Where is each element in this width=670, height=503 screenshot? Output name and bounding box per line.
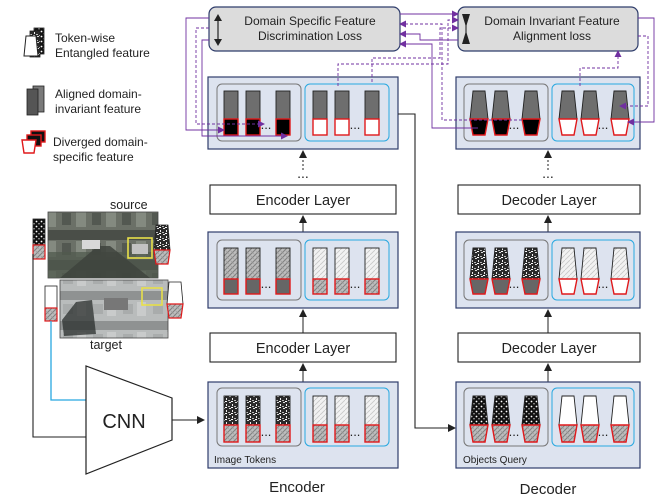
legend-aligned-icon bbox=[26, 85, 45, 116]
decoder-bottom-left-token bbox=[469, 395, 489, 443]
encoder-layer-1: Encoder Layer bbox=[209, 332, 397, 363]
decoder-layer-1-label: Decoder Layer bbox=[501, 341, 596, 357]
encoder-mid-right-token bbox=[364, 247, 380, 295]
decoder-layer-2: Decoder Layer bbox=[457, 184, 641, 215]
encoder-mid-right-token bbox=[334, 247, 350, 295]
decoder-mid-right-token bbox=[558, 247, 578, 295]
decoder-mid-panel: ...... bbox=[455, 231, 641, 309]
decoder-top-left-token bbox=[521, 90, 541, 136]
legend-diverged-icon bbox=[21, 130, 46, 154]
legend-entangled-icon bbox=[23, 27, 45, 58]
encoder-bottom-left-token bbox=[223, 395, 239, 443]
decoder-mid-left-token bbox=[491, 247, 511, 295]
decoder-layer-2-label: Decoder Layer bbox=[501, 193, 596, 209]
decoder-layer-1: Decoder Layer bbox=[457, 332, 641, 363]
encoder-mid-right-ellipsis: ... bbox=[350, 276, 361, 291]
encoder-top-left-token bbox=[245, 90, 261, 136]
target-token-left bbox=[44, 285, 58, 322]
target-label: target bbox=[90, 338, 122, 352]
encoder-to-decoder-arrow bbox=[398, 113, 456, 432]
decoder-bottom-left-token bbox=[491, 395, 511, 443]
decoder-bottom-right-token bbox=[610, 395, 630, 443]
encoder-mid-panel: ...... bbox=[207, 231, 399, 309]
source-image bbox=[47, 211, 159, 279]
decoder-top-right-token bbox=[580, 90, 600, 136]
source-token-left bbox=[32, 218, 46, 260]
decoder-bottom-right-token bbox=[580, 395, 600, 443]
encoder-layer-1-label: Encoder Layer bbox=[256, 341, 350, 357]
encoder-top-left-token bbox=[275, 90, 291, 136]
decoder-mid-right-token bbox=[610, 247, 630, 295]
decoder-top-right-token bbox=[610, 90, 630, 136]
encoder-top-right-ellipsis: ... bbox=[350, 117, 361, 132]
legend-diverged-label: Diverged domain-specific feature bbox=[53, 135, 148, 164]
decoder-title: Decoder bbox=[520, 481, 577, 498]
decoder-top-right-token bbox=[558, 90, 578, 136]
source-to-cnn-arrow bbox=[32, 254, 97, 441]
legend-aligned-label: Aligned domain-invariant feature bbox=[55, 87, 142, 116]
decoder-bottom-panel: ...... Objects Query bbox=[455, 381, 641, 469]
encoder-bottom-left-ellipsis: ... bbox=[261, 424, 272, 439]
encoder-bottom-right-ellipsis: ... bbox=[350, 424, 361, 439]
decoder-mid-left-ellipsis: ... bbox=[509, 276, 520, 291]
encoder-bottom-right-token bbox=[334, 395, 350, 443]
encoder-top-left-token bbox=[223, 90, 239, 136]
encoder-layer-2: Encoder Layer bbox=[209, 184, 397, 215]
encoder-top-panel: ...... bbox=[207, 76, 399, 150]
encoder-mid-right-token bbox=[312, 247, 328, 295]
decoder-bottom-right-token bbox=[558, 395, 578, 443]
decoder-bottom-left-ellipsis: ... bbox=[509, 424, 520, 439]
decoder-top-right-ellipsis: ... bbox=[598, 117, 609, 132]
encoder-top-left-ellipsis: ... bbox=[261, 117, 272, 132]
decoder-mid-left-token bbox=[521, 247, 541, 295]
decoder-bottom-right-ellipsis: ... bbox=[598, 424, 609, 439]
decoder-bottom-left-token bbox=[521, 395, 541, 443]
cnn-backbone: CNN bbox=[85, 365, 173, 475]
encoder-bottom-left-token bbox=[245, 395, 261, 443]
decoder-mid-right-ellipsis: ... bbox=[598, 276, 609, 291]
encoder-mid-left-token bbox=[275, 247, 291, 295]
encoder-title: Encoder bbox=[269, 479, 325, 496]
encoder-vertical-dots: ... bbox=[297, 165, 309, 181]
decoder-top-panel: ...... bbox=[455, 76, 641, 150]
encoder-bottom-right-token bbox=[312, 395, 328, 443]
decoder-top-left-token bbox=[491, 90, 511, 136]
target-token-right bbox=[166, 281, 184, 319]
encoder-layer-2-label: Encoder Layer bbox=[256, 193, 350, 209]
decoder-top-left-token bbox=[469, 90, 489, 136]
encoder-top-right-token bbox=[334, 90, 350, 136]
encoder-mid-left-ellipsis: ... bbox=[261, 276, 272, 291]
loss-connectors bbox=[185, 10, 655, 140]
image-tokens-label: Image Tokens bbox=[214, 455, 276, 466]
encoder-top-right-token bbox=[312, 90, 328, 136]
decoder-mid-left-token bbox=[469, 247, 489, 295]
source-token-right bbox=[153, 224, 171, 265]
encoder-bottom-panel: ...... Image Tokens bbox=[207, 381, 399, 469]
encoder-top-right-token bbox=[364, 90, 380, 136]
encoder-mid-left-token bbox=[223, 247, 239, 295]
decoder-mid-right-token bbox=[580, 247, 600, 295]
encoder-mid-left-token bbox=[245, 247, 261, 295]
target-image bbox=[59, 279, 169, 339]
decoder-top-left-ellipsis: ... bbox=[509, 117, 520, 132]
cnn-label: CNN bbox=[102, 411, 145, 433]
encoder-bottom-left-token bbox=[275, 395, 291, 443]
decoder-vertical-dots: ... bbox=[542, 165, 554, 181]
input-images: source target bbox=[32, 198, 184, 352]
objects-query-label: Objects Query bbox=[463, 455, 527, 466]
encoder-bottom-right-token bbox=[364, 395, 380, 443]
source-label: source bbox=[110, 198, 148, 212]
